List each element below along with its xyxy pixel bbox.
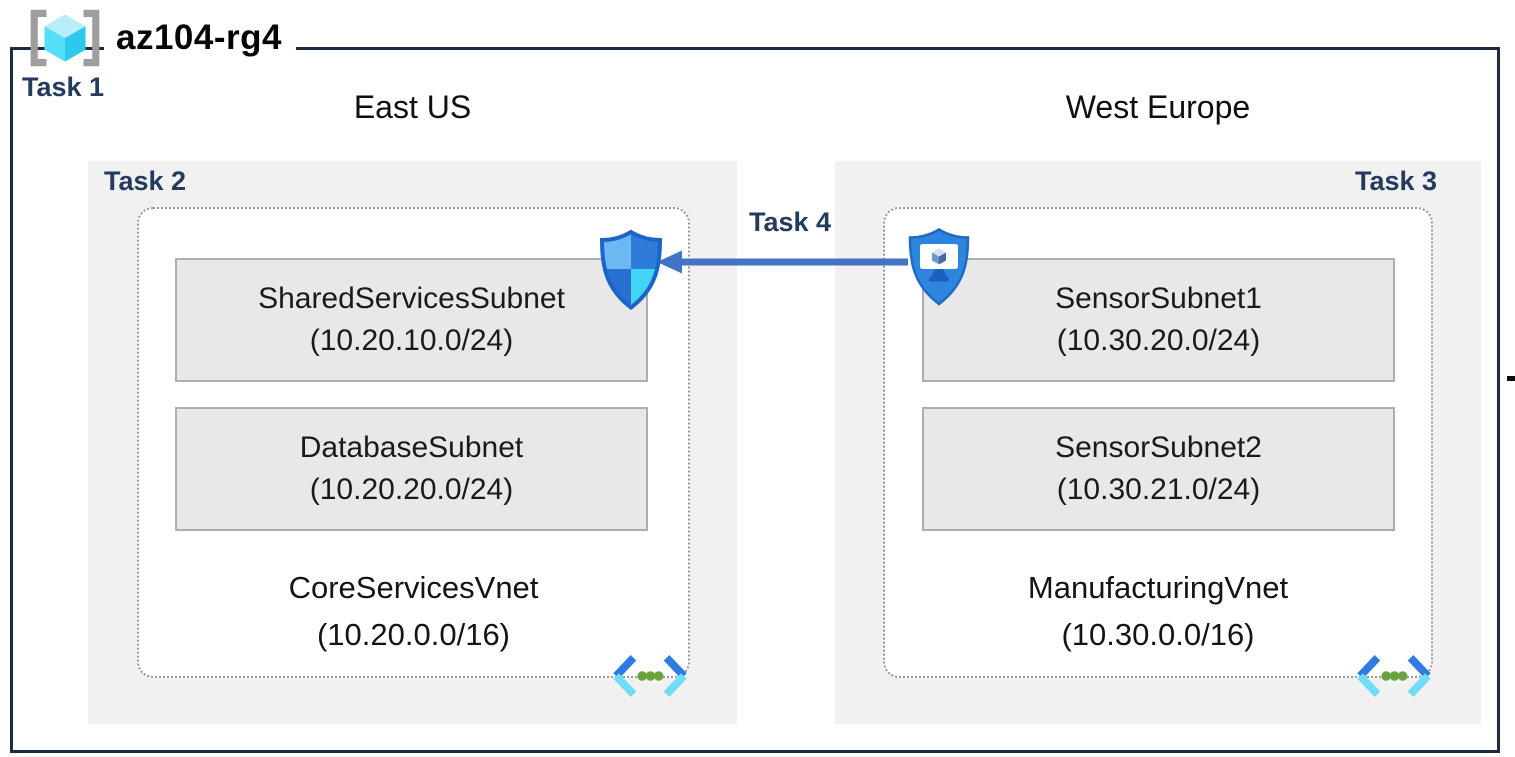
subnet-name: SharedServicesSubnet [258, 282, 565, 315]
subnet-box-database: DatabaseSubnet (10.20.20.0/24) [175, 407, 648, 531]
task2-label: Task 2 [104, 166, 187, 196]
subnet-name: SensorSubnet2 [1055, 431, 1262, 464]
subnet-name: SensorSubnet1 [1055, 282, 1262, 315]
peering-arrow [657, 250, 908, 274]
region-label-east-us: East US [353, 89, 472, 125]
region-label-west-europe: West Europe [1065, 89, 1251, 125]
subnet-box-sensor2: SensorSubnet2 (10.30.21.0/24) [922, 407, 1395, 531]
vnet-name: ManufacturingVnet [1027, 570, 1289, 605]
vnet-cidr: (10.30.0.0/16) [1061, 617, 1255, 652]
bastion-icon [908, 228, 970, 306]
network-security-group-icon [599, 229, 663, 311]
virtual-network-icon [613, 655, 687, 697]
virtual-network-icon [1357, 655, 1431, 697]
resource-group-frame [10, 47, 1500, 753]
subnet-cidr: (10.20.10.0/24) [309, 324, 514, 357]
resource-group-legend: az104-rg4 [26, 6, 296, 70]
subnet-cidr: (10.30.20.0/24) [1056, 324, 1261, 357]
task1-label: Task 1 [22, 72, 105, 102]
subnet-cidr: (10.20.20.0/24) [309, 473, 514, 506]
subnet-cidr: (10.30.21.0/24) [1056, 473, 1261, 506]
edge-tick-mark [1507, 376, 1515, 381]
subnet-box-sharedservices: SharedServicesSubnet (10.20.10.0/24) [175, 258, 648, 382]
subnet-name: DatabaseSubnet [299, 431, 524, 464]
vnet-name: CoreServicesVnet [288, 570, 539, 605]
resource-group-icon [30, 9, 100, 67]
vnet-label-manufacturing: ManufacturingVnet (10.30.0.0/16) [883, 564, 1433, 658]
vnet-cidr: (10.20.0.0/16) [316, 617, 511, 652]
task4-label: Task 4 [748, 207, 832, 237]
subnet-box-sensor1: SensorSubnet1 (10.30.20.0/24) [922, 258, 1395, 382]
vnet-label-coreservices: CoreServicesVnet (10.20.0.0/16) [137, 564, 690, 658]
task3-label: Task 3 [1355, 166, 1438, 196]
resource-group-title: az104-rg4 [104, 18, 296, 58]
